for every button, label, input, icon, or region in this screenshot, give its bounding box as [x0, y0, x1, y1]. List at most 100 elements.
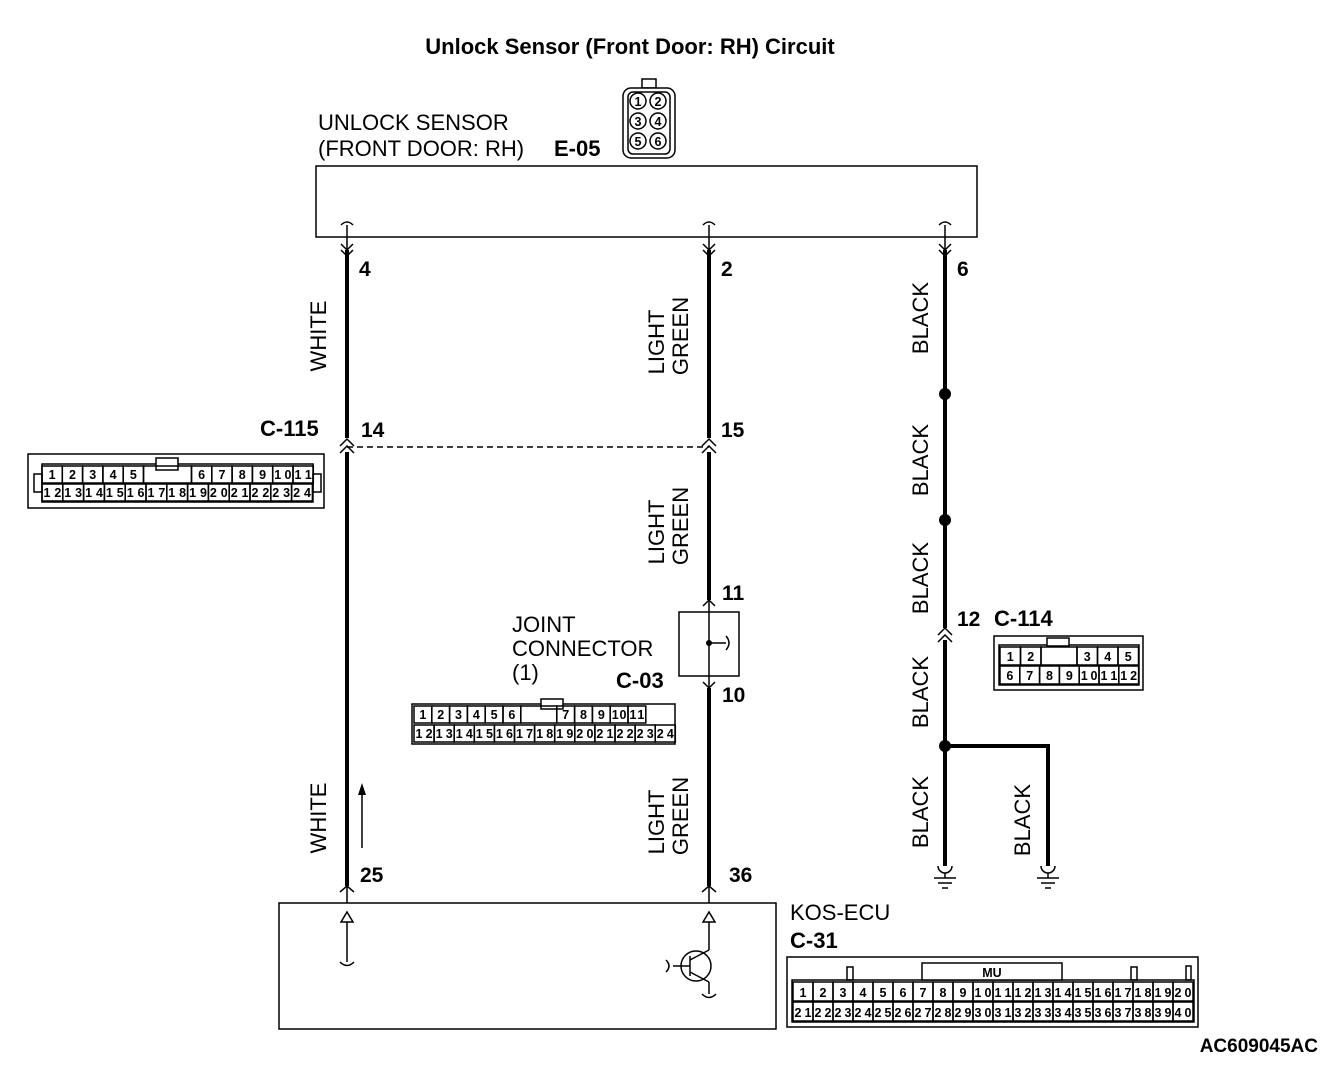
sensor-pin-3: 3: [635, 115, 642, 129]
sensor-pin-2: 2: [655, 95, 662, 109]
wire-label-black-4: BLACK: [908, 656, 933, 728]
c115-pin-label: 7: [218, 468, 225, 482]
wire-black-branch: [945, 744, 1050, 866]
c114-pin-label: 7: [1026, 669, 1033, 683]
wire-label-black-1: BLACK: [908, 282, 933, 354]
c03-pin-label: 21: [596, 727, 613, 741]
c03-pin-label: 17: [516, 727, 533, 741]
c31-pin-label: 4: [860, 986, 867, 1000]
c115-terminal-green: [701, 437, 717, 454]
ecu-name: KOS-ECU: [790, 900, 890, 925]
c31-pin-label: 2: [820, 986, 827, 1000]
c115-pin-label: 4: [110, 468, 117, 482]
signal-direction-arrow: [358, 783, 366, 848]
wire-label-green1-green: GREEN: [668, 297, 693, 375]
c114-pin-label: 8: [1046, 669, 1053, 683]
wire-label-green1-light: LIGHT: [644, 310, 669, 375]
ground-icon: [934, 865, 956, 889]
c03-pin-label: 23: [637, 727, 654, 741]
ecu-terminal-25: [339, 885, 355, 903]
wire-label-black-5: BLACK: [908, 776, 933, 848]
c03-label-line2: CONNECTOR: [512, 636, 653, 661]
c31-pin-label: 3: [840, 986, 847, 1000]
c03-pin-label: 6: [508, 708, 515, 722]
sensor-body: [315, 165, 978, 238]
c114-pin-label: 1: [1007, 650, 1014, 664]
transistor-icon: [665, 910, 717, 999]
c31-pin-label: 7: [920, 986, 927, 1000]
c03-pin-label: 7: [562, 708, 569, 722]
wire-label-green2-light: LIGHT: [644, 500, 669, 565]
c03-pin-label: 12: [416, 727, 433, 741]
pin-c115-white: 14: [361, 419, 385, 442]
c115-pin-label: 6: [198, 468, 205, 482]
wire-label-green3-green: GREEN: [668, 777, 693, 855]
sensor-pin-1: 1: [635, 95, 642, 109]
c114-pin-label: 6: [1006, 669, 1013, 683]
c03-pin-label: 16: [496, 727, 513, 741]
c114-terminal: [937, 626, 953, 643]
c03-pin-label: 22: [617, 727, 634, 741]
c115-pin-label: 9: [259, 468, 266, 482]
c115-pin-label: 5: [130, 468, 137, 482]
splice-dot: [939, 388, 951, 400]
c31-pin-label: 6: [900, 986, 907, 1000]
pin-ecu-white: 25: [360, 864, 384, 887]
sensor-label-line1: UNLOCK SENSOR: [318, 110, 509, 135]
splice-dot: [939, 740, 951, 752]
c115-pin-label: 8: [239, 468, 246, 482]
c03-cell: [627, 705, 647, 724]
sensor-connector-icon: 1 2 3 4 5 6: [622, 78, 676, 159]
sensor-connector-code: E-05: [554, 136, 600, 161]
c03-cell: [654, 724, 677, 743]
pin-c03-out: 10: [722, 684, 745, 707]
c03-pin-label: 1: [419, 708, 426, 722]
c03-pin-label: 13: [436, 727, 453, 741]
c03-pin-label: 10: [612, 708, 627, 722]
c03-pin-label: 5: [491, 708, 498, 722]
pin-sensor-black: 6: [957, 258, 969, 281]
c03-pin-label: 2: [437, 708, 444, 722]
ground-icon: [1037, 865, 1059, 889]
wire-label-green2-green: GREEN: [668, 487, 693, 565]
sensor-label-line2: (FRONT DOOR: RH): [318, 136, 524, 161]
c115-terminal-white: [339, 437, 355, 454]
c31-pin-label: 8: [940, 986, 947, 1000]
c115-pin-label: 1: [49, 468, 56, 482]
c03-joint-box: [678, 598, 740, 690]
c114-pin-label: 3: [1084, 650, 1091, 664]
c115-code: C-115: [260, 416, 319, 441]
splice-dot: [939, 514, 951, 526]
c03-pin-label: 14: [456, 727, 473, 741]
c03-pin-label: 11: [630, 708, 645, 722]
c31-cell: [1172, 1001, 1194, 1022]
figure-id: AC609045AC: [1200, 1036, 1319, 1057]
c31-cell: [1172, 981, 1194, 1002]
c114-pin-label: 5: [1125, 650, 1132, 664]
ecu-connector-code: C-31: [790, 928, 838, 953]
wire-label-white-lower: WHITE: [306, 783, 331, 854]
wire-label-black-2: BLACK: [908, 424, 933, 496]
c03-label-line3: (1): [512, 660, 539, 685]
ecu-terminal-36: [701, 885, 717, 903]
pin-sensor-white: 4: [359, 258, 371, 281]
c03-pin-label: 4: [473, 708, 480, 722]
sensor-terminal-4: [340, 221, 354, 258]
c03-pin-label: 9: [598, 708, 605, 722]
c114-cell: [1117, 646, 1140, 666]
sensor-terminal-6: [938, 221, 952, 258]
sensor-pin-4: 4: [655, 115, 662, 129]
wire-label-white-upper: WHITE: [306, 301, 331, 372]
pin-c114-black: 12: [957, 608, 980, 631]
c115-cell: [290, 483, 314, 502]
pin-ecu-green: 36: [729, 864, 752, 887]
c114-pin-label: 2: [1027, 650, 1034, 664]
c31-pin-label: 1: [800, 986, 807, 1000]
c115-cell: [292, 465, 315, 484]
c03-pin-label: 8: [580, 708, 587, 722]
